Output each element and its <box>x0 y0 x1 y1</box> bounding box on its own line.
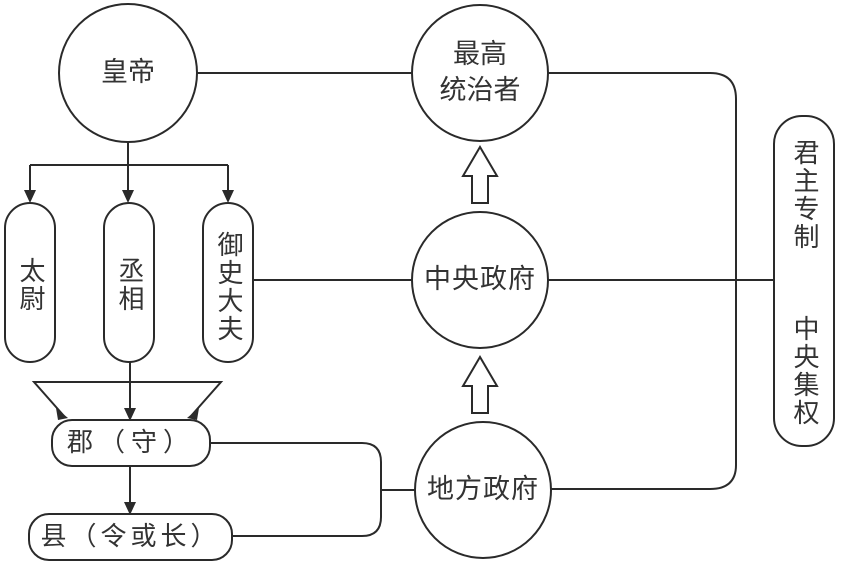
node-chengxiang <box>103 202 155 363</box>
arrowhead-taiwei <box>24 190 36 203</box>
hollow-arrow-local-to-central <box>461 355 499 414</box>
label-chengxiang: 丞相 <box>114 257 144 313</box>
arrowhead-commandery-county <box>124 502 136 515</box>
node-summary <box>773 115 835 447</box>
label-county: 县（令或长） <box>40 522 221 552</box>
label-commandery: 郡（守） <box>66 428 195 458</box>
arrowhead-yushidafu <box>222 190 234 203</box>
node-taiwei <box>4 202 56 363</box>
edge-funnel-to-commandery <box>31 381 224 417</box>
node-local-government <box>414 421 552 559</box>
node-supreme-ruler <box>411 4 549 142</box>
edge-local-bracket <box>210 442 382 537</box>
label-summary-part1: 君主专制 <box>789 139 819 251</box>
label-supreme-ruler-line2: 统治者 <box>439 75 521 106</box>
label-emperor: 皇帝 <box>101 57 155 88</box>
arrowhead-chengxiang <box>122 190 134 203</box>
arrowhead-funnel-left <box>56 408 68 420</box>
label-supreme-ruler-line1: 最高 <box>453 39 507 70</box>
label-summary-part2: 中央集权 <box>789 315 819 427</box>
hollow-arrow-central-to-supreme <box>461 145 499 204</box>
node-emperor <box>58 3 198 143</box>
label-yushidafu: 御史大夫 <box>213 231 243 343</box>
node-commandery <box>51 419 211 467</box>
arrowhead-chengxiang-commandery <box>124 408 136 421</box>
node-county <box>28 513 233 561</box>
node-yushidafu <box>202 202 254 363</box>
label-local-government: 地方政府 <box>427 474 539 505</box>
node-central-government <box>411 211 549 349</box>
label-central-government: 中央政府 <box>424 264 536 295</box>
edge-right-bracket <box>548 72 737 490</box>
label-taiwei: 太尉 <box>15 257 45 313</box>
arrowhead-funnel-right <box>187 408 199 420</box>
